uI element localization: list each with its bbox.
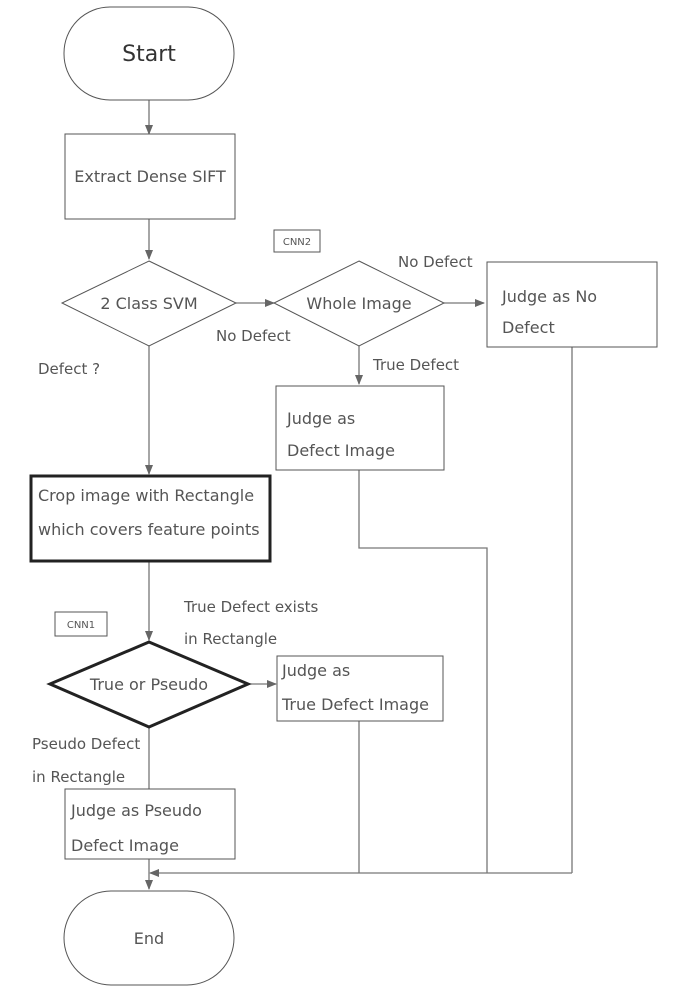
crop-line2: which covers feature points xyxy=(38,520,260,539)
end-label: End xyxy=(134,929,164,948)
judge-pseudo-line1: Judge as Pseudo xyxy=(70,801,202,820)
end-terminal: End xyxy=(63,890,235,986)
svm-decision: 2 Class SVM xyxy=(60,260,238,347)
edge-labels: No Defect No Defect Defect ? True Defect… xyxy=(32,253,473,786)
label-pseudo-defect-2: in Rectangle xyxy=(32,768,125,786)
cnn2-label: CNN2 xyxy=(283,237,311,248)
crop-line1: Crop image with Rectangle xyxy=(38,486,254,505)
line-defect-return xyxy=(358,470,488,873)
judge-pseudo-line2: Defect Image xyxy=(71,836,179,855)
judge-pseudo-process: Judge as Pseudo Defect Image xyxy=(64,788,236,860)
cnn2-tag: CNN2 xyxy=(273,229,321,253)
cnn1-tag: CNN1 xyxy=(54,611,108,637)
label-true-defect-exists-2: in Rectangle xyxy=(184,630,277,648)
judge-defect-process: Judge as Defect Image xyxy=(275,385,445,471)
judge-no-defect-line2: Defect xyxy=(502,318,555,337)
start-label: Start xyxy=(122,42,176,67)
whole-image-label: Whole Image xyxy=(306,294,411,313)
judge-true-line2: True Defect Image xyxy=(281,695,429,714)
extract-label: Extract Dense SIFT xyxy=(74,167,226,186)
svm-label: 2 Class SVM xyxy=(100,294,197,313)
start-terminal: Start xyxy=(63,6,235,101)
extract-process: Extract Dense SIFT xyxy=(64,133,236,220)
cnn1-label: CNN1 xyxy=(67,620,95,631)
judge-no-defect-process: Judge as No Defect xyxy=(486,261,658,348)
label-no-defect-svm: No Defect xyxy=(216,327,291,345)
judge-no-defect-line1: Judge as No xyxy=(501,287,597,306)
judge-true-line1: Judge as xyxy=(281,661,350,680)
judge-true-process: Judge as True Defect Image xyxy=(276,655,444,722)
label-true-defect: True Defect xyxy=(372,356,459,374)
judge-defect-line2: Defect Image xyxy=(287,441,395,460)
true-pseudo-label: True or Pseudo xyxy=(89,675,208,694)
true-pseudo-decision: True or Pseudo xyxy=(46,640,252,729)
connectors xyxy=(145,100,573,890)
label-true-defect-exists-1: True Defect exists xyxy=(183,598,319,616)
label-defect-question: Defect ? xyxy=(38,360,100,378)
label-no-defect-top: No Defect xyxy=(398,253,473,271)
judge-defect-line1: Judge as xyxy=(286,409,355,428)
whole-image-decision: Whole Image xyxy=(272,260,446,347)
crop-process: Crop image with Rectangle which covers f… xyxy=(29,474,272,563)
label-pseudo-defect-1: Pseudo Defect xyxy=(32,735,140,753)
